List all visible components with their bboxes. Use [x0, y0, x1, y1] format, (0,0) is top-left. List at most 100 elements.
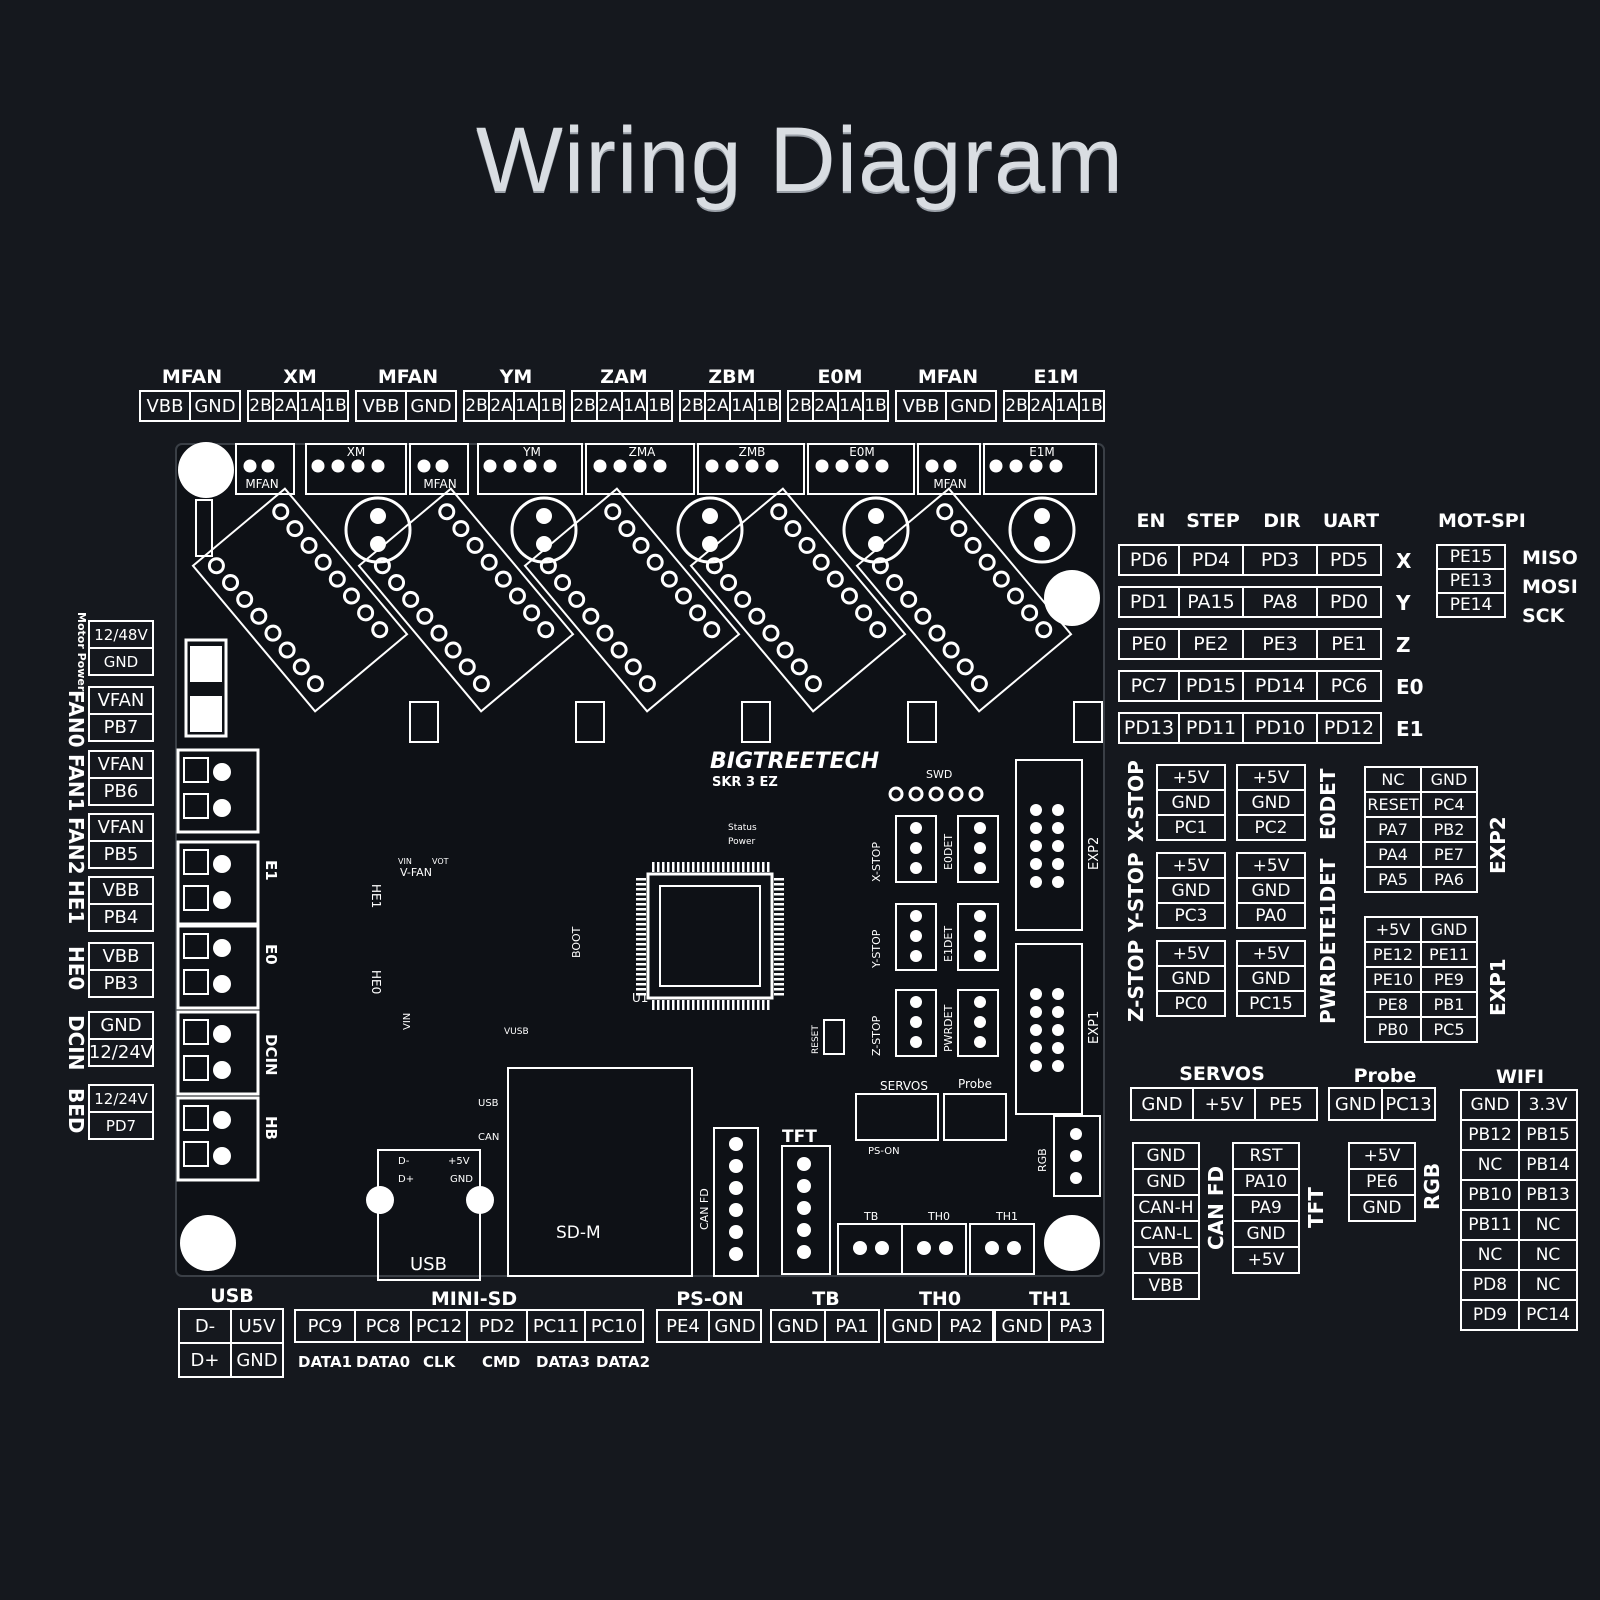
- th0-pin: PA2: [938, 1309, 994, 1343]
- mcu-lead: [742, 1000, 745, 1010]
- servos-pin: PE5: [1254, 1087, 1318, 1121]
- canfd-connector: [713, 1127, 759, 1277]
- driver-pin: [306, 675, 324, 693]
- mcu-lead: [697, 1000, 700, 1010]
- header-pin: [1009, 459, 1023, 473]
- mcu-lead: [636, 883, 646, 886]
- top-housing: [477, 443, 583, 495]
- driver-axis-e1: E1: [1396, 717, 1424, 741]
- fuse: [184, 638, 228, 738]
- driver-socket-outline: [357, 487, 575, 713]
- thermistor-pin: [853, 1241, 867, 1255]
- mcu-lead: [774, 908, 784, 911]
- driver-pin: [784, 520, 802, 538]
- driver-pin: [508, 587, 526, 605]
- mcu-lead: [667, 1000, 670, 1010]
- mcu-lead: [774, 913, 784, 916]
- header-pin: [331, 459, 345, 473]
- header-pin: [815, 459, 829, 473]
- det-pin: [974, 1016, 986, 1028]
- stop-pin: [910, 842, 922, 854]
- tft-pin: [797, 1157, 811, 1171]
- driver-row-z-pin: PE1: [1316, 628, 1382, 660]
- mcu-lead: [722, 1000, 725, 1010]
- driver-axis-y: Y: [1396, 591, 1411, 615]
- capacitor-pin: [536, 536, 552, 552]
- driver-pin: [624, 658, 642, 676]
- top-housing: [585, 443, 695, 495]
- mcu-core: [659, 885, 761, 987]
- capacitor-pin: [1034, 508, 1050, 524]
- mcu-outline: [646, 872, 774, 1000]
- det-connector: [957, 903, 999, 971]
- driver-row-y-pin: PD0: [1316, 586, 1382, 618]
- top-mfan-2-pin: GND: [405, 390, 457, 422]
- mcu-lead: [712, 1000, 715, 1010]
- mcu-lead: [636, 958, 646, 961]
- stop-pin: [910, 822, 922, 834]
- thermistor-pin: [985, 1241, 999, 1255]
- driver-pin: [804, 675, 822, 693]
- top-label-zam: ZAM: [600, 366, 648, 388]
- mcu-lead: [636, 878, 646, 881]
- motspi-pin: PE14: [1436, 592, 1506, 618]
- stop-pin: [910, 862, 922, 874]
- terminal-screw: [183, 793, 209, 819]
- driver-pin: [871, 557, 889, 575]
- driver-pin: [568, 590, 586, 608]
- fuse-cap: [190, 696, 222, 732]
- silk-probe: Probe: [958, 1077, 992, 1091]
- mcu-lead: [636, 963, 646, 966]
- top-zbm-5-pin: 1B: [754, 390, 781, 422]
- rgb-pin: [1070, 1128, 1082, 1140]
- header-pin: [855, 459, 869, 473]
- silk-dcin: DCIN: [262, 1034, 280, 1076]
- mount-hole: [1044, 570, 1100, 626]
- mcu-lead: [747, 862, 750, 872]
- header-pin: [875, 459, 889, 473]
- pson-pin: GND: [708, 1309, 762, 1343]
- exp-pin: [1030, 804, 1042, 816]
- top-housing: [807, 443, 915, 495]
- det-connector: [957, 989, 999, 1057]
- silk-can: CAN: [478, 1132, 499, 1143]
- silk-canfd: CAN FD: [698, 1188, 711, 1230]
- mosfet: [409, 701, 439, 743]
- silk-usbs: USB: [478, 1098, 499, 1109]
- driver-pin: [914, 607, 932, 625]
- stop-pin: [910, 1036, 922, 1048]
- mcu-lead: [662, 1000, 665, 1010]
- mosfet: [575, 701, 605, 743]
- terminal-screw: [183, 969, 209, 995]
- top-label-e0m: E0M: [817, 366, 863, 388]
- driver-pin: [328, 570, 346, 588]
- top-housing: [697, 443, 805, 495]
- capacitor-pin: [1034, 536, 1050, 552]
- header-pin: [311, 459, 325, 473]
- mcu-lead: [774, 943, 784, 946]
- top-zam-4-pin: 1B: [646, 390, 673, 422]
- exp-pin: [1030, 876, 1042, 888]
- mcu-lead: [774, 883, 784, 886]
- header-pin: [943, 459, 957, 473]
- exp-pin: [1030, 840, 1042, 852]
- silk-e0: E0: [262, 944, 280, 965]
- stop-right-2-pin: PC15: [1236, 990, 1306, 1017]
- left-fan0-pin: PB7: [88, 713, 154, 742]
- mcu-lead: [774, 958, 784, 961]
- mcu-lead: [636, 933, 646, 936]
- left-fan1-pin: PB6: [88, 777, 154, 806]
- det-connector: [957, 815, 999, 883]
- pson-label: PS-ON: [676, 1288, 744, 1310]
- mcu-lead: [636, 948, 646, 951]
- driver-pin: [458, 658, 476, 676]
